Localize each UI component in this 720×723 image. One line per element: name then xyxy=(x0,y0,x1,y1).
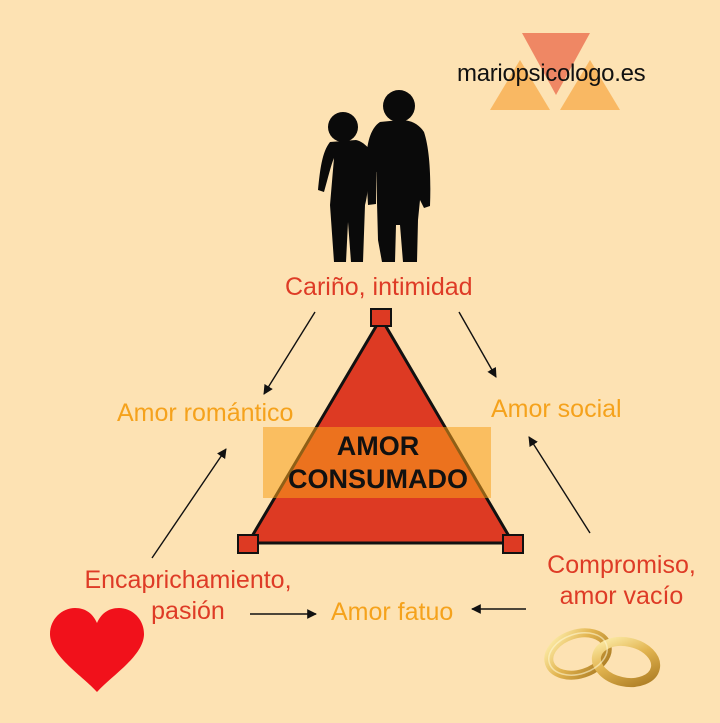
vertex-label-intimacy: Cariño, intimidad xyxy=(285,273,473,301)
arrow-top-to-romantic xyxy=(263,311,316,395)
heart-icon xyxy=(50,608,144,692)
center-label-line-1: AMOR xyxy=(336,431,420,461)
vertex-bottom-left xyxy=(237,534,259,554)
wedding-rings-icon xyxy=(544,628,661,688)
combination-label-fatuous: Amor fatuo xyxy=(331,598,454,626)
vertex-top xyxy=(370,308,392,327)
vertex-bottom-right xyxy=(502,534,524,554)
arrow-top-to-social xyxy=(458,311,497,378)
arrow-passion-to-romantic xyxy=(151,448,227,559)
couple-silhouette-icon xyxy=(318,90,431,262)
vertex-label-passion-line-1: Encaprichamiento, xyxy=(84,566,292,594)
triangles-logo-icon xyxy=(490,33,620,110)
vertex-label-commitment: Compromiso, amor vacío xyxy=(539,550,704,612)
site-name[interactable]: mariopsicologo.es xyxy=(457,60,646,87)
combination-label-romantic: Amor romántico xyxy=(117,399,294,427)
center-label: AMOR CONSUMADO xyxy=(263,430,493,496)
vertex-label-commitment-line-2: amor vacío xyxy=(559,582,684,610)
arrow-commitment-to-social xyxy=(528,436,591,534)
center-label-line-2: CONSUMADO xyxy=(288,464,468,494)
vertex-label-commitment-line-1: Compromiso, xyxy=(547,551,696,579)
vertex-label-passion-line-2: pasión xyxy=(151,597,225,625)
vertex-label-passion: Encaprichamiento, pasión xyxy=(73,565,303,627)
combination-label-social: Amor social xyxy=(491,395,622,423)
center-highlight-band xyxy=(263,427,491,498)
